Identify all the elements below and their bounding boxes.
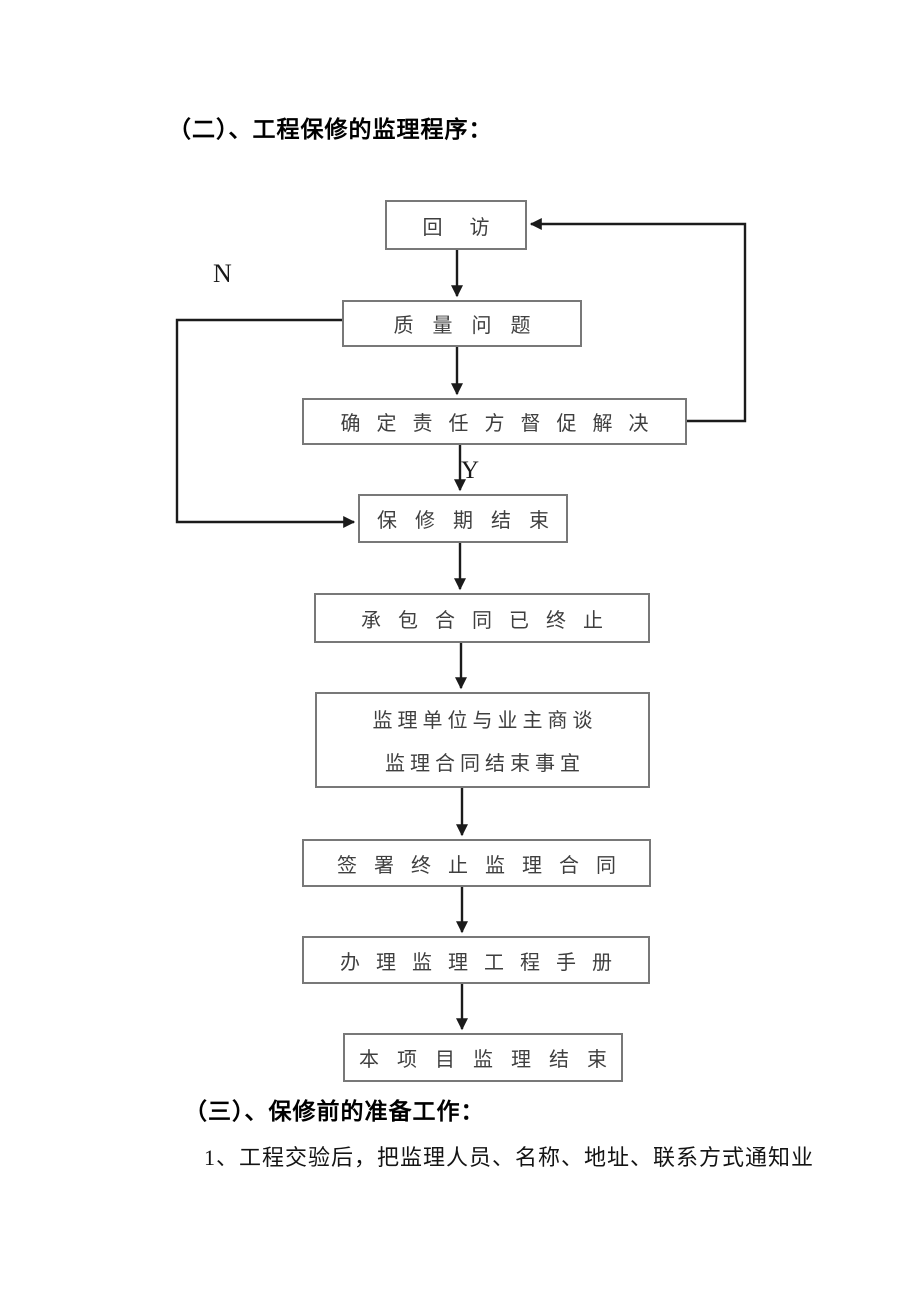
flow-node-warranty-period-end-label: 保修期结束 bbox=[377, 510, 567, 532]
flow-node-sign-termination-label: 签署终止监理合同 bbox=[337, 854, 633, 877]
flow-node-negotiate-line1: 监理单位与业主商谈 bbox=[372, 710, 598, 732]
branch-no-label: N bbox=[213, 259, 232, 288]
flow-node-sign-termination: 签署终止监理合同 bbox=[302, 839, 651, 887]
flow-node-contract-terminated-label: 承包合同已终止 bbox=[361, 609, 620, 632]
flow-node-handle-manual-label: 办理监理工程手册 bbox=[340, 951, 628, 974]
flow-node-project-supervision-end-label: 本项目监理结束 bbox=[359, 1049, 625, 1071]
flow-node-contract-terminated: 承包合同已终止 bbox=[314, 593, 650, 643]
flow-node-visit: 回访 bbox=[385, 200, 527, 250]
flow-node-determine-responsible-party: 确定责任方督促解决 bbox=[302, 398, 687, 445]
flow-node-project-supervision-end: 本项目监理结束 bbox=[343, 1033, 623, 1082]
branch-yes-label: Y bbox=[461, 457, 480, 484]
flow-node-visit-label: 回访 bbox=[422, 216, 517, 239]
flow-node-determine-responsible-party-label: 确定责任方督促解决 bbox=[340, 413, 665, 435]
flow-node-handle-manual: 办理监理工程手册 bbox=[302, 936, 650, 984]
section-3-item-1: 1、工程交验后，把监理人员、名称、地址、联系方式通知业 bbox=[204, 1145, 815, 1170]
flow-node-warranty-period-end: 保修期结束 bbox=[358, 494, 568, 543]
section-3-heading: （三）、保修前的准备工作： bbox=[184, 1099, 485, 1124]
flow-node-negotiate-contract-end: 监理单位与业主商谈 监理合同结束事宜 bbox=[315, 692, 650, 788]
section-2-heading: （二）、工程保修的监理程序： bbox=[168, 117, 493, 142]
flow-node-quality-issue: 质量问题 bbox=[342, 300, 582, 347]
flow-node-quality-issue-label: 质量问题 bbox=[393, 315, 550, 337]
flow-node-negotiate-line2: 监理合同结束事宜 bbox=[385, 753, 585, 775]
